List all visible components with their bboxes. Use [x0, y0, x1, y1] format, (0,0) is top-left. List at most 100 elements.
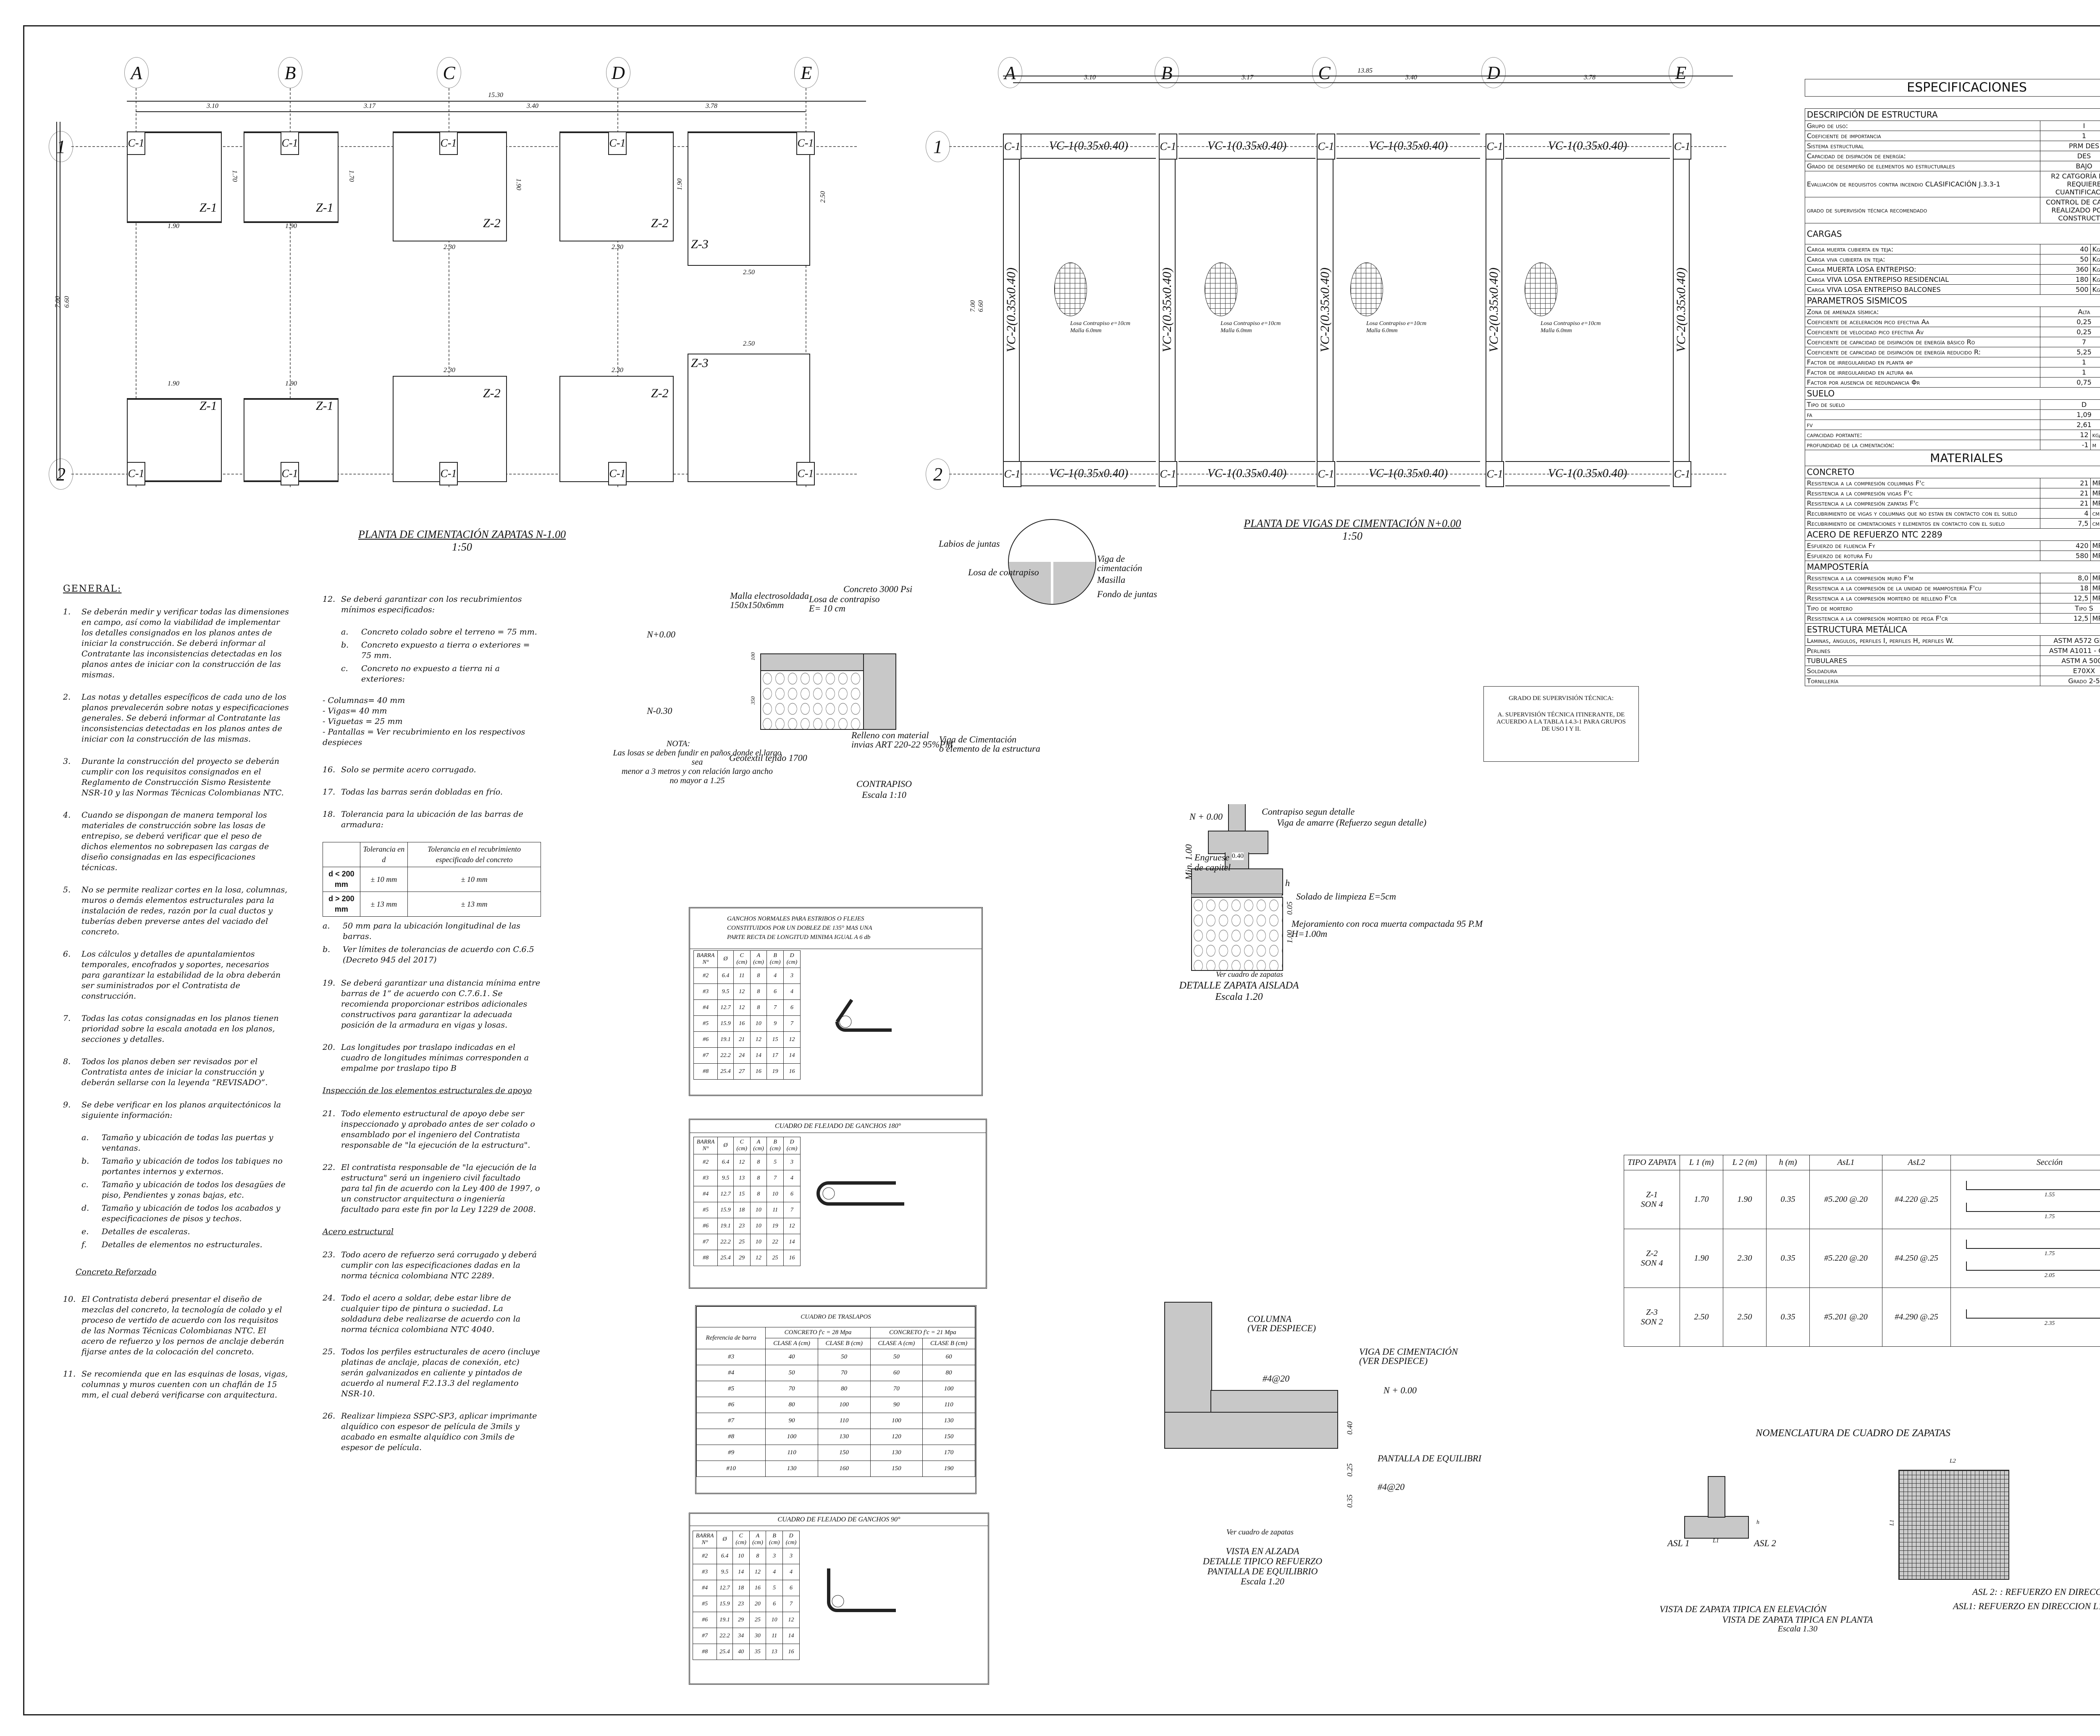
footing-tag: Z-1 — [200, 399, 217, 413]
spec-row: Resistencia a la compresión columnas F'c… — [1805, 478, 2100, 488]
footing-tag: Z-3 — [691, 356, 709, 370]
level-top: N+0.00 — [647, 629, 676, 640]
footing-tag: Z-2 — [651, 216, 669, 230]
beam-vc1[interactable]: VC-1(0.35x0.40) — [1336, 461, 1480, 486]
spec-section-heading: ESTRUCTURA METÁLICA — [1805, 623, 2100, 636]
dimension: 0.35 — [1345, 1494, 1354, 1508]
axis-bubble-1: 1 — [926, 131, 950, 162]
spec-row: Zona de amenaza sísmica:Alta — [1805, 307, 2100, 317]
axis-bubble-a: A — [124, 57, 149, 88]
axis-line — [290, 88, 291, 487]
fondo-label: Fondo de juntas — [1097, 589, 1157, 599]
h-label: h — [1756, 1519, 1759, 1526]
ver-cuadro-label: Ver cuadro de zapatas — [1216, 970, 1283, 978]
span-dimension: 3.40 — [1405, 74, 1417, 81]
beam-vc1[interactable]: VC-1(0.35x0.40) — [1179, 134, 1315, 159]
beam-vc1[interactable]: VC-1(0.35x0.40) — [1505, 461, 1670, 486]
sheet-border — [23, 25, 2100, 1715]
column-c1[interactable]: C-1 — [127, 462, 145, 485]
section-sketch — [1966, 1261, 2100, 1271]
column-c1[interactable]: C-1 — [1486, 461, 1504, 487]
span-dimension: 3.10 — [207, 102, 218, 110]
note-item: a.Concreto colado sobre el terreno = 75 … — [341, 627, 537, 637]
column-c1[interactable]: C-1 — [1159, 134, 1177, 160]
beam-vc2[interactable]: VC-2(0.35x0.40) — [1673, 159, 1690, 461]
spec-row: Capacidad de disipación de energía:DES — [1805, 151, 2100, 161]
column-c1[interactable]: C-1 — [439, 462, 458, 485]
beam-vc1[interactable]: VC-1(0.35x0.40) — [1021, 461, 1156, 486]
footing-tag: Z-1 — [200, 201, 217, 215]
beam-vc1[interactable]: VC-1(0.35x0.40) — [1179, 461, 1315, 486]
column-c1[interactable]: C-1 — [1159, 461, 1177, 487]
column-c1[interactable]: C-1 — [281, 462, 299, 485]
axis-line — [617, 88, 618, 487]
column-c1[interactable]: C-1 — [1486, 134, 1504, 160]
footing-tag: Z-2 — [651, 386, 669, 400]
note-item: b.Ver límites de tolerancias de acuerdo … — [323, 945, 534, 965]
column-c1[interactable]: C-1 — [127, 131, 145, 155]
h-label: h — [1285, 878, 1290, 888]
spec-section-heading: CONCRETO — [1805, 466, 2100, 478]
section-sketch — [1966, 1239, 2100, 1249]
column-c1[interactable]: C-1 — [1673, 461, 1691, 487]
vertical-dimension: 6.60 — [977, 300, 984, 312]
note-item: 26.Realizar limpieza SSPC-SP3, aplicar i… — [323, 1411, 537, 1452]
column-c1[interactable]: C-1 — [796, 131, 815, 155]
column-c1[interactable]: C-1 — [1673, 134, 1691, 160]
plan-zapatas: A B C D E 1 2 15.30 3.10 3.17 3.40 3.78 … — [0, 0, 882, 554]
column-c1[interactable]: C-1 — [796, 462, 815, 485]
beam-vc1[interactable]: VC-1(0.35x0.40) — [1505, 134, 1670, 159]
spec-row: Grupo de uso:I — [1805, 121, 2100, 131]
footing-z3[interactable] — [688, 131, 810, 266]
column-c1[interactable]: C-1 — [1317, 134, 1335, 160]
column-section — [1164, 1302, 1212, 1413]
section-sketch — [1966, 1180, 2100, 1190]
column-c1[interactable]: C-1 — [281, 131, 299, 155]
column-c1[interactable]: C-1 — [1003, 134, 1021, 160]
beam-vc2[interactable]: VC-2(0.35x0.40) — [1003, 159, 1020, 461]
total-dimension: 15.30 — [488, 92, 503, 99]
slab-section — [760, 653, 865, 672]
concreto-heading: Concreto Reforzado — [76, 1267, 157, 1277]
column-c1[interactable]: C-1 — [1317, 461, 1335, 487]
note-subitem: d.Tamaño y ubicación de todos los acabad… — [81, 1204, 281, 1223]
beam-vc2[interactable]: VC-2(0.35x0.40) — [1486, 159, 1502, 461]
mejoramiento-label: Mejoramiento con roca muerta compactada … — [1292, 918, 1483, 939]
hook-180-box: CUADRO DE FLEJADO DE GANCHOS 180° BARRA … — [689, 1119, 987, 1289]
column-c1[interactable]: C-1 — [1003, 461, 1021, 487]
column-c1[interactable]: C-1 — [608, 462, 627, 485]
beam-vc2[interactable]: VC-2(0.35x0.40) — [1159, 159, 1176, 461]
footing-tag: Z-1 — [316, 399, 333, 413]
solado-label: Solado de limpieza E=5cm — [1296, 891, 1396, 902]
footing-z3[interactable] — [688, 354, 810, 482]
column-c1[interactable]: C-1 — [608, 131, 627, 155]
beam-vc2[interactable]: VC-2(0.35x0.40) — [1317, 159, 1334, 461]
footing-plan-grid — [1898, 1470, 2009, 1580]
beam-vc1[interactable]: VC-1(0.35x0.40) — [1021, 134, 1156, 159]
beam-vc1[interactable]: VC-1(0.35x0.40) — [1336, 134, 1480, 159]
concreto-label: Concreto 3000 Psi — [843, 584, 913, 594]
note-item: 20.Las longitudes por traslapo indicadas… — [323, 1043, 529, 1073]
cover-item: - Viguetas = 25 mm — [323, 717, 403, 726]
spec-row: Recubrimiento de vigas y columnas que no… — [1805, 508, 2100, 519]
column-c1[interactable]: C-1 — [439, 131, 458, 155]
